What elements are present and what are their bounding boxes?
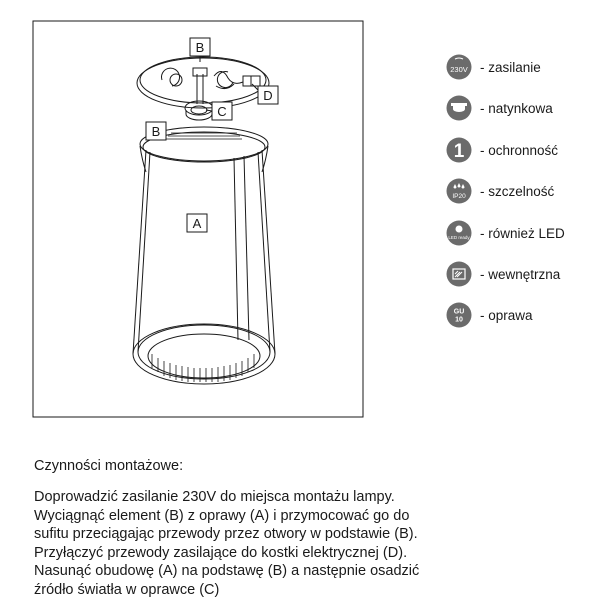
instructions-title: Czynności montażowe:: [34, 458, 184, 474]
svg-text:10: 10: [455, 317, 463, 324]
protection-class-1-icon: 1: [446, 137, 472, 163]
housing-top-rim: [139, 126, 269, 173]
legend-label-indoor: - wewnętrzna: [480, 266, 561, 282]
svg-text:C: C: [217, 104, 226, 119]
legend-item-power: 230V - zasilanie: [446, 54, 541, 80]
callout-c: C: [205, 101, 233, 121]
power-230v-icon: 230V: [446, 54, 472, 80]
instruction-line: Przyłączyć przewody zasilające do kostki…: [34, 544, 408, 561]
diagram-frame: [32, 20, 364, 418]
instruction-line: źródło światła w oprawce (C): [34, 581, 220, 598]
housing-bottom-opening: [132, 323, 276, 385]
svg-text:D: D: [263, 88, 272, 103]
legend-item-led-ready: LED ready - również LED: [446, 220, 565, 246]
svg-text:1: 1: [454, 141, 465, 162]
svg-text:GU: GU: [454, 309, 465, 316]
legend-label-surface-mount: - natynkowa: [480, 100, 553, 116]
ceiling-base-plate: [136, 56, 270, 109]
svg-text:230V: 230V: [450, 65, 468, 74]
legend-item-indoor: - wewnętrzna: [446, 261, 560, 287]
surface-mount-icon: [446, 95, 472, 121]
legend-label-led-ready: - również LED: [480, 225, 565, 241]
legend-label-ip-rating: - szczelność: [480, 183, 555, 199]
mounting-instructions: Czynności montażowe: Doprowadzić zasilan…: [34, 458, 594, 599]
gu10-icon: GU 10: [446, 302, 472, 328]
callout-b-rim: B: [145, 121, 167, 141]
assembly-diagram: B D C B A: [32, 20, 364, 418]
housing-body: [132, 149, 276, 355]
instruction-line: Doprowadzić zasilanie 230V do miejsca mo…: [34, 489, 395, 505]
svg-text:B: B: [196, 40, 205, 55]
callout-b-top: B: [189, 37, 211, 62]
led-ready-icon: LED ready: [446, 220, 472, 246]
legend-item-surface-mount: - natynkowa: [446, 95, 553, 121]
svg-text:IP20: IP20: [452, 193, 466, 200]
instruction-line: Nasunąć obudowę (A) na podstawę (B) a na…: [34, 563, 420, 579]
legend-label-fitting: - oprawa: [480, 307, 533, 323]
legend-label-protection-class: - ochronność: [480, 142, 559, 158]
svg-text:LED ready: LED ready: [448, 235, 470, 240]
legend-item-protection-class: 1 - ochronność: [446, 137, 558, 163]
indoor-icon: [446, 261, 472, 287]
svg-text:B: B: [152, 124, 161, 139]
callout-a: A: [186, 213, 208, 233]
ip20-icon: IP20: [446, 178, 472, 204]
legend-label-power: - zasilanie: [480, 59, 541, 75]
svg-text:A: A: [193, 216, 202, 231]
instruction-line: sufitu przeciągając przewody przez otwor…: [34, 526, 418, 542]
legend-item-ip-rating: IP20 - szczelność: [446, 178, 554, 204]
callout-d: D: [251, 83, 279, 105]
legend-item-fitting: GU 10 - oprawa: [446, 302, 533, 328]
instruction-line: Wyciągnąć element (B) z oprawy (A) i prz…: [34, 507, 410, 524]
